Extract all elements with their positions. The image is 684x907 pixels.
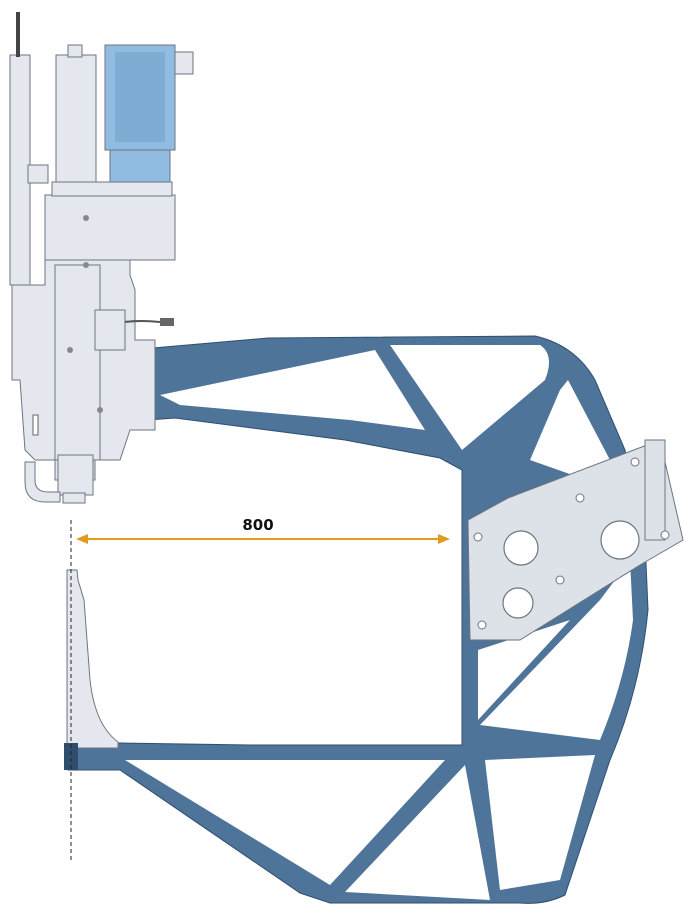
- punch-tip: [62, 492, 86, 504]
- plate-hole-large-bottom: [502, 587, 534, 619]
- frame-opening-upper-center: [390, 345, 549, 450]
- anvil-column: [66, 569, 119, 749]
- frame-opening-right: [480, 560, 633, 740]
- rail-arm: [27, 164, 49, 184]
- motor-connector: [174, 51, 194, 75]
- riveting-head: [9, 12, 194, 504]
- hydraulic-cylinder: [55, 54, 97, 186]
- throat-depth-dimension: 800: [76, 516, 450, 544]
- cylinder-cap: [67, 44, 83, 58]
- guide-rail: [9, 54, 31, 286]
- feed-tube: [24, 461, 61, 503]
- rail-rod: [16, 12, 20, 57]
- sensor-cable: [124, 320, 161, 323]
- gear-housing: [44, 194, 176, 261]
- housing-bolt-3: [67, 347, 73, 353]
- motor-side-panel: [115, 52, 165, 142]
- frame-opening-upper-right: [530, 380, 615, 490]
- plate-hole-small-2: [477, 620, 487, 630]
- anvil-base-block: [64, 743, 78, 770]
- mounting-plate: [467, 439, 684, 641]
- housing-bolt-4: [97, 407, 103, 413]
- plate-hole-large-right: [600, 520, 640, 560]
- plate-hole-small-6: [660, 530, 670, 540]
- frame-opening-upper-left: [160, 350, 425, 430]
- plate-hole-large-left: [503, 530, 539, 566]
- mounting-plate-flange: [644, 439, 666, 541]
- sensor-plug: [160, 318, 174, 326]
- punch-holder: [57, 454, 94, 496]
- housing-bolt-1: [83, 215, 89, 221]
- plate-hole-small-3: [575, 493, 585, 503]
- servo-motor: [104, 44, 176, 151]
- housing-bolt-2: [83, 262, 89, 268]
- lower-anvil: [64, 569, 119, 770]
- housing-top-flange: [51, 181, 173, 197]
- slot-detail: [32, 414, 39, 436]
- plate-hole-small-5: [630, 457, 640, 467]
- ram: [54, 264, 101, 461]
- c-frame: [67, 335, 649, 904]
- plate-hole-small-1: [473, 532, 483, 542]
- frame-opening-lower-left: [125, 760, 445, 885]
- dimension-arrow-left: [76, 534, 88, 544]
- dimension-label: 800: [242, 516, 273, 534]
- valve-block: [94, 309, 126, 351]
- frame-opening-lower-center: [345, 765, 490, 900]
- frame-opening-center: [478, 620, 570, 720]
- plate-hole-small-4: [555, 575, 565, 585]
- frame-opening-lower-right: [485, 755, 595, 890]
- dimension-arrow-right: [438, 534, 450, 544]
